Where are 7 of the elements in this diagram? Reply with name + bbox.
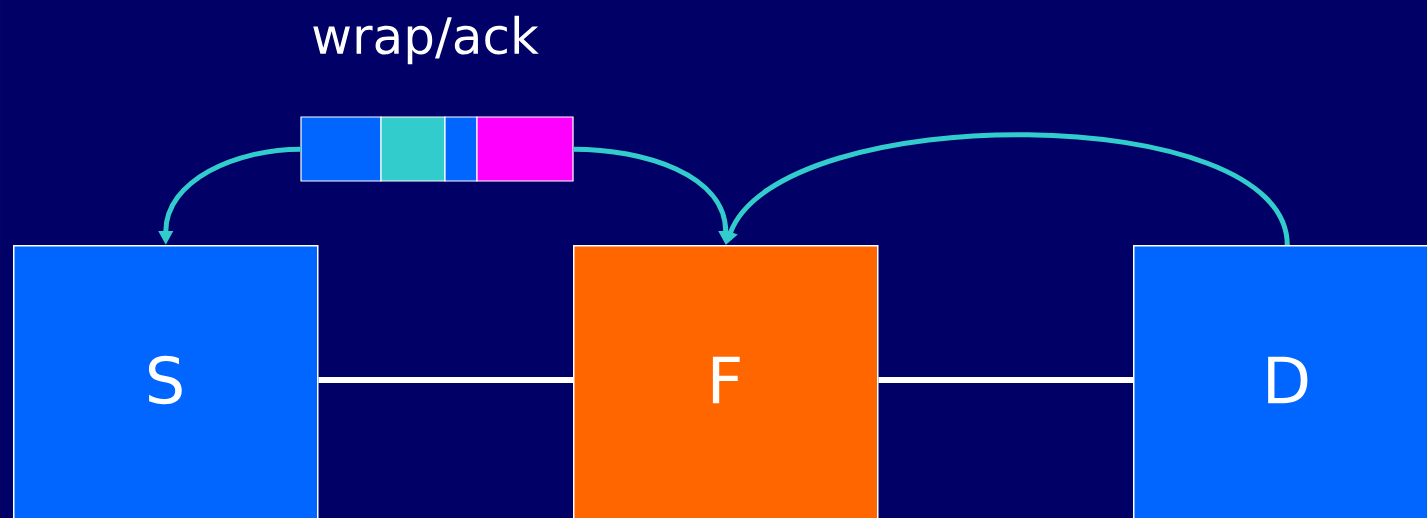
- link-line: [318, 377, 573, 383]
- packet-drawing: [300, 116, 574, 182]
- packet-label: wrap/ack: [313, 15, 539, 65]
- host-box: F: [573, 245, 879, 518]
- link-line: [878, 377, 1133, 383]
- host-box: S: [13, 245, 319, 518]
- host-box: D: [1133, 245, 1427, 518]
